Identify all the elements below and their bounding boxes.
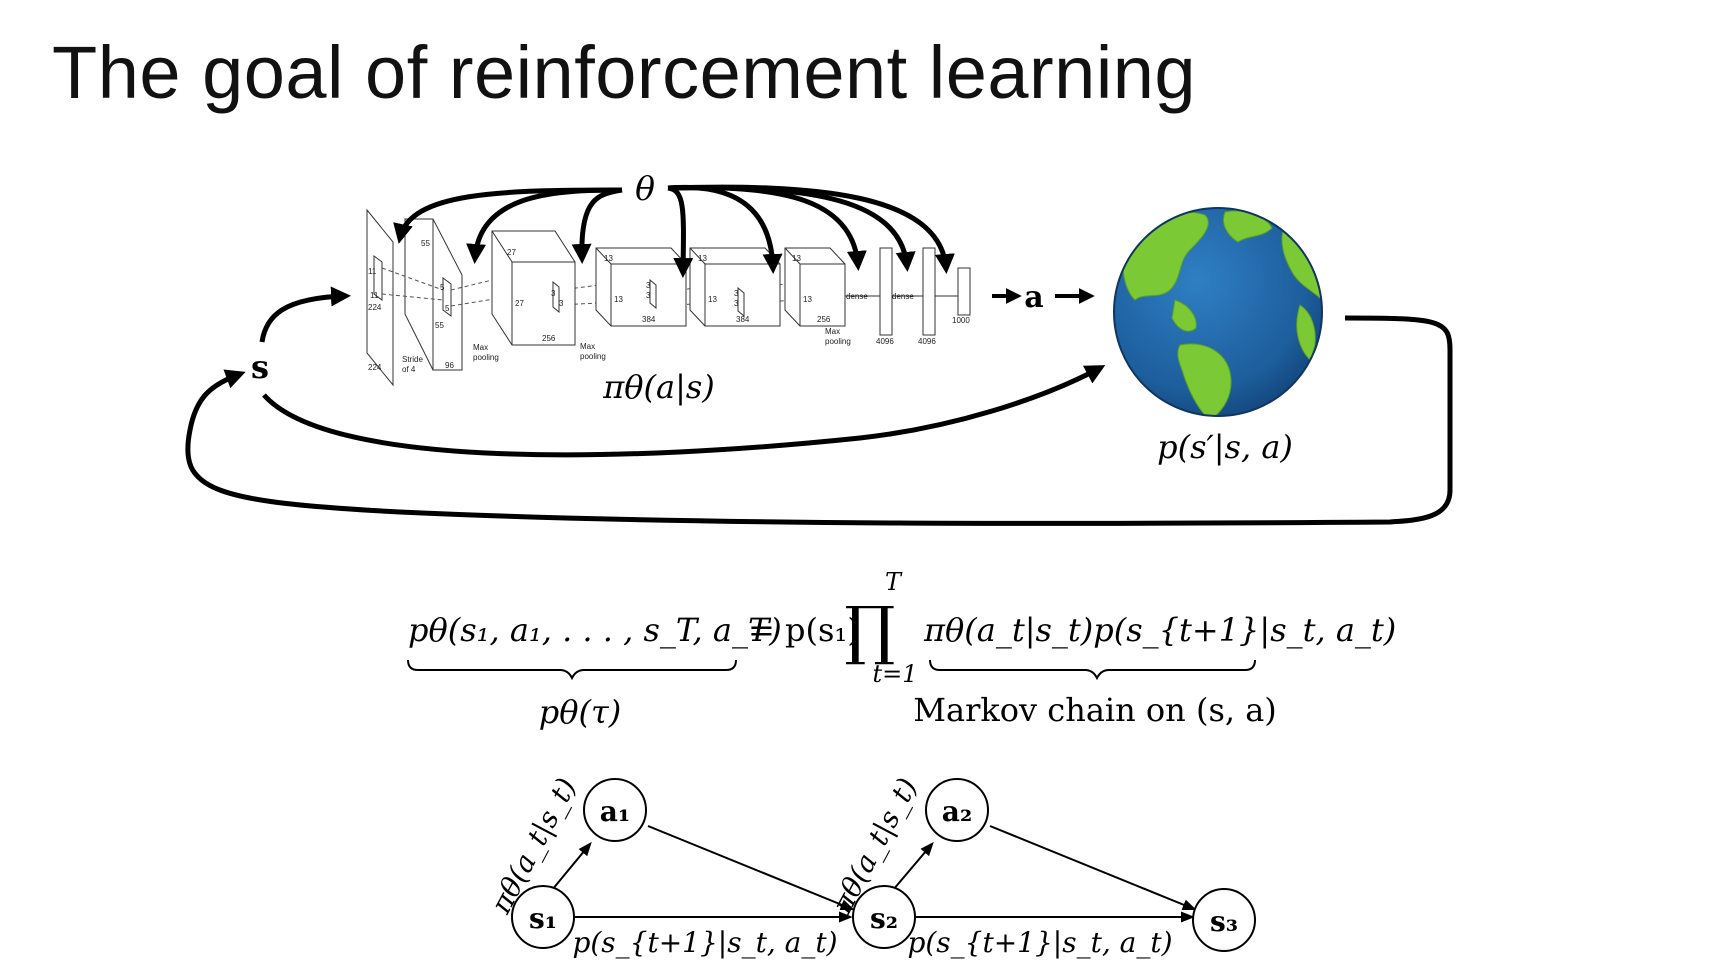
svg-text:13: 13: [792, 254, 801, 263]
svg-text:dense: dense: [892, 292, 914, 301]
equation-product-terms: πθ(a_t|s_t)p(s_{t+1}|s_t, a_t): [923, 611, 1396, 649]
svg-text:3: 3: [734, 299, 739, 308]
graphical-model: s₁ a₁ s₂ a₂ s₃ πθ(a_t|s_t) πθ(a_t|s_t) p…: [484, 772, 1256, 959]
brace-right: [929, 659, 1256, 681]
svg-text:pooling: pooling: [473, 353, 499, 362]
svg-text:27: 27: [515, 299, 524, 308]
svg-text:a₁: a₁: [600, 795, 630, 828]
state-to-network-arrow: [259, 286, 351, 343]
product-upper: T: [885, 568, 903, 596]
cnn-network: [366, 208, 971, 387]
svg-text:Max: Max: [580, 342, 595, 351]
cnn-layer-labels: 224 224 11 11 Stride of 4 55 55 96 5 5 M…: [368, 239, 970, 374]
policy-label: πθ(a|s): [602, 368, 715, 406]
svg-text:a₂: a₂: [942, 795, 972, 828]
svg-text:256: 256: [817, 315, 831, 324]
svg-text:224: 224: [368, 363, 382, 372]
svg-text:3: 3: [551, 289, 556, 298]
equation-rhs-prefix: = p(s₁): [748, 611, 860, 649]
graph-edges: [551, 825, 1197, 923]
svg-text:Max: Max: [825, 327, 840, 336]
state-loop-arrows: [185, 286, 1453, 526]
svg-text:55: 55: [421, 239, 430, 248]
product-symbol: ∏: [845, 594, 896, 668]
svg-text:5: 5: [440, 283, 445, 292]
svg-text:3: 3: [734, 289, 739, 298]
brace-left: [407, 659, 737, 681]
graph-node-a1: a₁: [583, 778, 647, 842]
graph-node-a2: a₂: [925, 778, 989, 842]
svg-text:11: 11: [368, 267, 377, 276]
svg-text:s₁: s₁: [529, 902, 557, 935]
markov-chain-label: Markov chain on (s, a): [913, 691, 1277, 729]
svg-text:384: 384: [642, 315, 656, 324]
svg-text:s₂: s₂: [870, 902, 898, 935]
svg-text:256: 256: [542, 334, 556, 343]
svg-text:13: 13: [604, 254, 613, 263]
state-to-environment-arrow: [262, 365, 1106, 458]
svg-text:13: 13: [708, 295, 717, 304]
svg-text:5: 5: [445, 304, 450, 313]
svg-text:11: 11: [370, 291, 379, 300]
svg-text:13: 13: [614, 295, 623, 304]
svg-text:384: 384: [736, 315, 750, 324]
svg-text:3: 3: [646, 291, 651, 300]
theta-label: θ: [635, 169, 655, 208]
svg-text:96: 96: [445, 361, 454, 370]
graph-node-s1: s₁: [511, 885, 575, 949]
slide-title: The goal of reinforcement learning: [52, 31, 1197, 114]
transition-edge-label-1: p(s_{t+1}|s_t, a_t): [572, 926, 837, 959]
svg-text:3: 3: [646, 281, 651, 290]
svg-text:27: 27: [507, 248, 516, 257]
earth-globe-icon: [1113, 207, 1323, 417]
svg-text:s₃: s₃: [1210, 905, 1238, 938]
svg-text:13: 13: [698, 254, 707, 263]
svg-text:dense: dense: [846, 292, 868, 301]
environment-to-state-arrow: [185, 315, 1453, 526]
svg-text:4096: 4096: [918, 337, 936, 346]
trajectory-distribution-label: pθ(τ): [539, 693, 621, 731]
svg-text:55: 55: [435, 321, 444, 330]
svg-text:pooling: pooling: [580, 352, 606, 361]
svg-text:4096: 4096: [876, 337, 894, 346]
product-lower: t=1: [872, 660, 917, 688]
svg-text:1000: 1000: [952, 316, 970, 325]
svg-text:224: 224: [368, 303, 382, 312]
environment-label: p(s′|s, a): [1157, 428, 1293, 466]
svg-text:of 4: of 4: [402, 365, 416, 374]
svg-text:13: 13: [803, 295, 812, 304]
equation-lhs: pθ(s₁, a₁, . . . , s_T, a_T): [408, 611, 782, 649]
theta-arrows: [393, 184, 955, 278]
graph-node-s2: s₂: [852, 885, 916, 949]
svg-text:pooling: pooling: [825, 337, 851, 346]
svg-text:Stride: Stride: [402, 355, 423, 364]
svg-text:Max: Max: [473, 343, 488, 352]
graph-node-s3: s₃: [1192, 888, 1256, 952]
trajectory-equation: pθ(s₁, a₁, . . . , s_T, a_T) = p(s₁) ∏ T…: [407, 568, 1396, 731]
action-label: a: [1024, 280, 1043, 315]
svg-text:3: 3: [559, 299, 564, 308]
transition-edge-label-2: p(s_{t+1}|s_t, a_t): [907, 926, 1172, 959]
state-label: s: [251, 348, 269, 386]
